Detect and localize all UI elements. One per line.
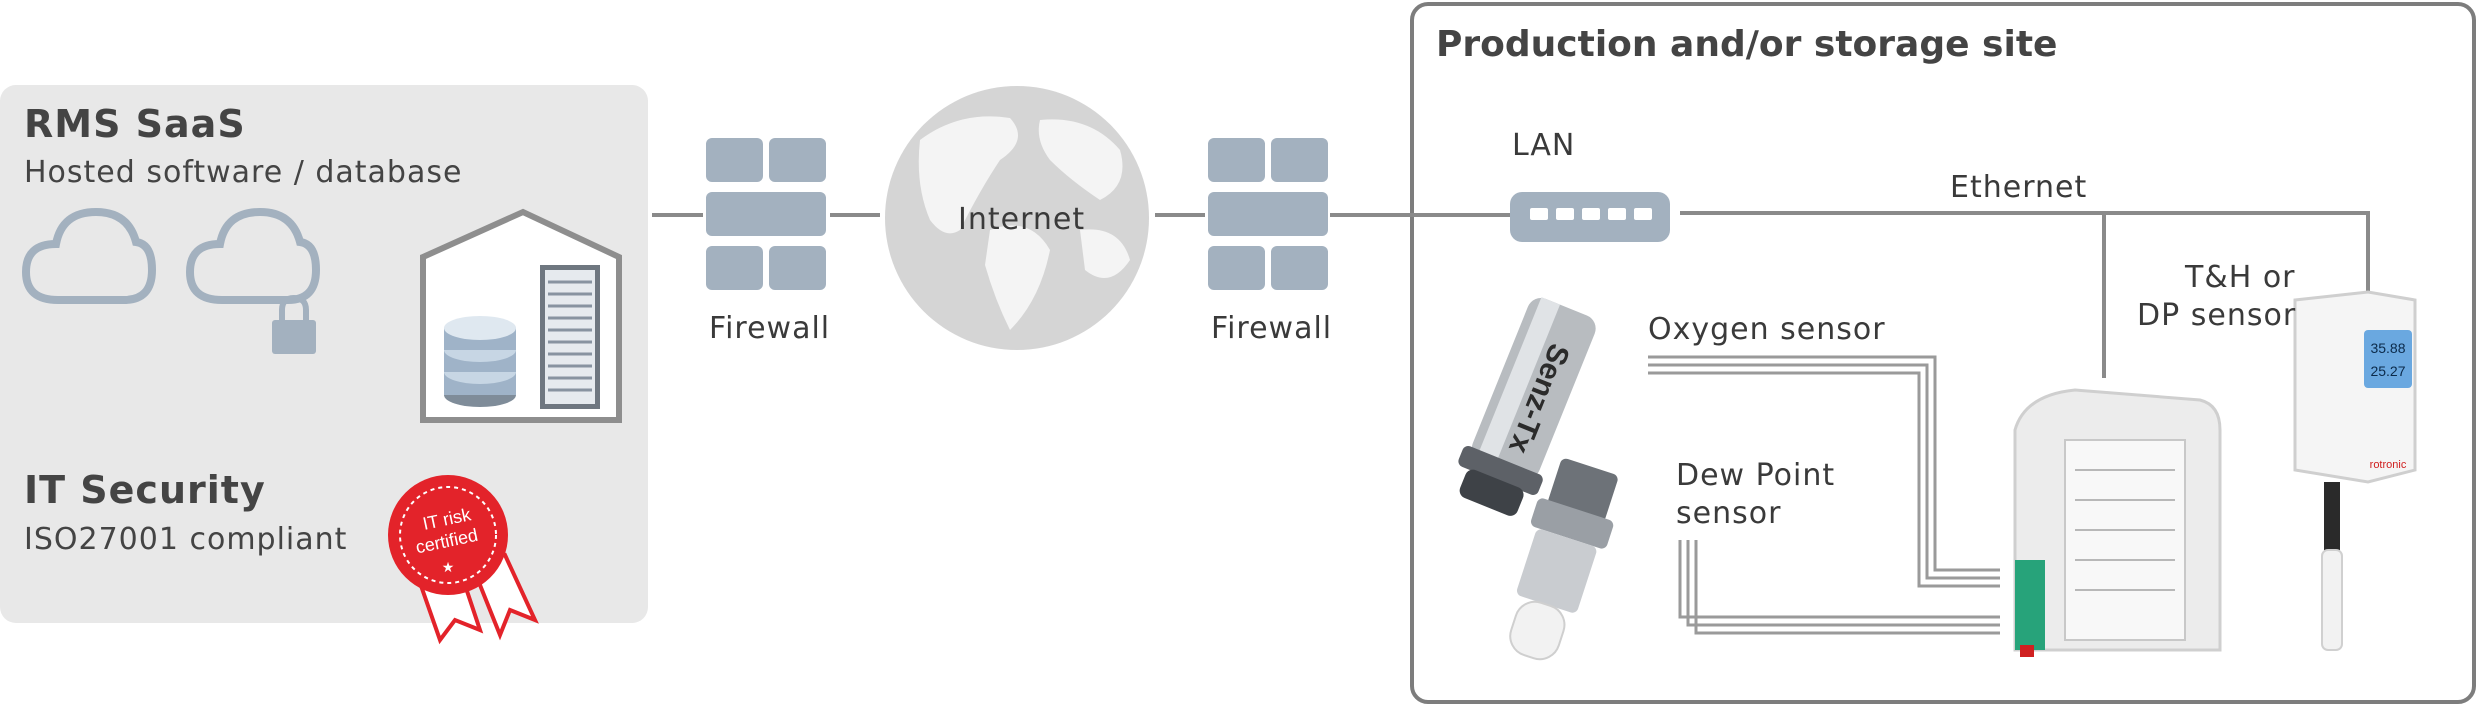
rms-saas-subtitle: Hosted software / database <box>24 155 463 190</box>
oxygen-sensor-label: Oxygen sensor <box>1648 312 1886 347</box>
cloud-icon <box>21 207 157 304</box>
firewall-left-label: Firewall <box>709 311 831 346</box>
display-value-1: 35.88 <box>2370 340 2405 356</box>
server-rack-icon <box>540 265 600 409</box>
din-rail-transmitter-device <box>2013 388 2222 657</box>
network-connector-lines <box>652 211 2370 378</box>
rms-saas-title: RMS SaaS <box>24 102 246 146</box>
th-label-line1: T&H or <box>2185 260 2296 295</box>
th-label-line2: DP sensor <box>2137 298 2297 333</box>
star-icon: ★ <box>442 560 455 576</box>
display-value-2: 25.27 <box>2370 363 2405 379</box>
th-dp-wall-sensor-device: 35.88 25.27 rotronic <box>2293 290 2417 651</box>
it-risk-certified-badge: IT risk certified ★ <box>388 475 539 645</box>
firewall-right-icon <box>1208 138 1328 290</box>
firewall-left-icon <box>706 138 826 290</box>
it-security-title: IT Security <box>24 468 266 512</box>
dew-point-label-line1: Dew Point <box>1676 458 1836 493</box>
database-icon <box>444 316 516 407</box>
firewall-right-label: Firewall <box>1211 311 1333 346</box>
production-site-title: Production and/or storage site <box>1436 24 2058 65</box>
dew-point-sensor-device <box>1509 458 1618 661</box>
dew-point-label-line2: sensor <box>1676 496 1782 531</box>
data-center-house-icon <box>420 208 622 423</box>
internet-label: Internet <box>958 202 1086 237</box>
lan-switch-icon <box>1510 192 1670 242</box>
locked-cloud-icon <box>185 207 321 304</box>
sensor-cables <box>1648 355 2000 635</box>
it-security-subtitle: ISO27001 compliant <box>24 522 348 557</box>
lock-icon <box>272 294 316 354</box>
globe-icon <box>885 86 1149 350</box>
device-brand: rotronic <box>2370 459 2407 471</box>
lan-label: LAN <box>1512 128 1576 163</box>
ethernet-label: Ethernet <box>1950 170 2088 205</box>
